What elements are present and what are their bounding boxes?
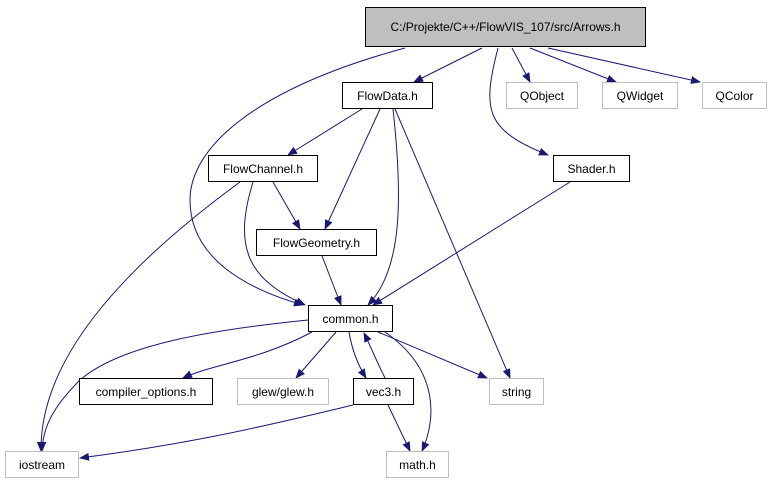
node-iostream: iostream — [5, 451, 79, 478]
node-qwidget: QWidget — [602, 82, 678, 109]
edge-arrows-to-common — [189, 47, 406, 307]
edge-flowgeometry-to-common — [321, 255, 342, 306]
edge-arrows-to-flowdata — [413, 47, 483, 83]
node-vec3-h[interactable]: vec3.h — [353, 378, 414, 405]
edge-arrows-to-qobject — [511, 47, 531, 83]
node-arrows-h: C:/Projekte/C++/FlowVIS_107/src/Arrows.h — [365, 7, 646, 47]
edge-flowdata-to-string — [394, 108, 511, 379]
node-qcolor: QColor — [702, 82, 767, 109]
node-flowgeometry-h[interactable]: FlowGeometry.h — [256, 229, 377, 256]
node-shader-h[interactable]: Shader.h — [553, 155, 630, 182]
node-string: string — [489, 378, 544, 405]
node-common-h[interactable]: common.h — [308, 305, 393, 332]
node-qobject: QObject — [506, 82, 578, 109]
edge-flowdata-to-flowgeometry — [324, 108, 381, 230]
node-flowchannel-h[interactable]: FlowChannel.h — [208, 155, 318, 182]
edge-common-to-string — [377, 331, 488, 379]
node-flowdata-h[interactable]: FlowData.h — [342, 82, 433, 109]
node-compiler-options-h[interactable]: compiler_options.h — [79, 378, 213, 405]
edge-common-to-iostream — [38, 319, 309, 452]
edge-flowchannel-to-iostream — [36, 181, 241, 452]
edge-flowchannel-to-flowgeometry — [272, 181, 301, 230]
node-glew-h: glew/glew.h — [237, 378, 329, 405]
node-math-h: math.h — [386, 451, 449, 478]
edge-arrows-to-qwidget — [529, 47, 617, 83]
edge-arrows-to-qcolor — [547, 47, 701, 84]
edge-flowdata-to-common — [367, 108, 400, 306]
edge-common-to-vec3 — [348, 331, 367, 379]
edge-shader-to-common — [372, 181, 571, 306]
edge-common-to-glew — [295, 331, 337, 379]
edge-arrows-to-shader — [489, 47, 549, 156]
edge-common-to-math — [384, 331, 432, 452]
edge-vec3-to-common — [363, 332, 386, 379]
edge-common-to-compiler_options — [182, 331, 313, 379]
edge-flowdata-to-flowchannel — [287, 108, 363, 156]
edge-flowchannel-to-common — [244, 181, 306, 306]
edge-vec3-to-iostream — [79, 404, 354, 461]
edge-vec3-to-math — [387, 404, 411, 452]
